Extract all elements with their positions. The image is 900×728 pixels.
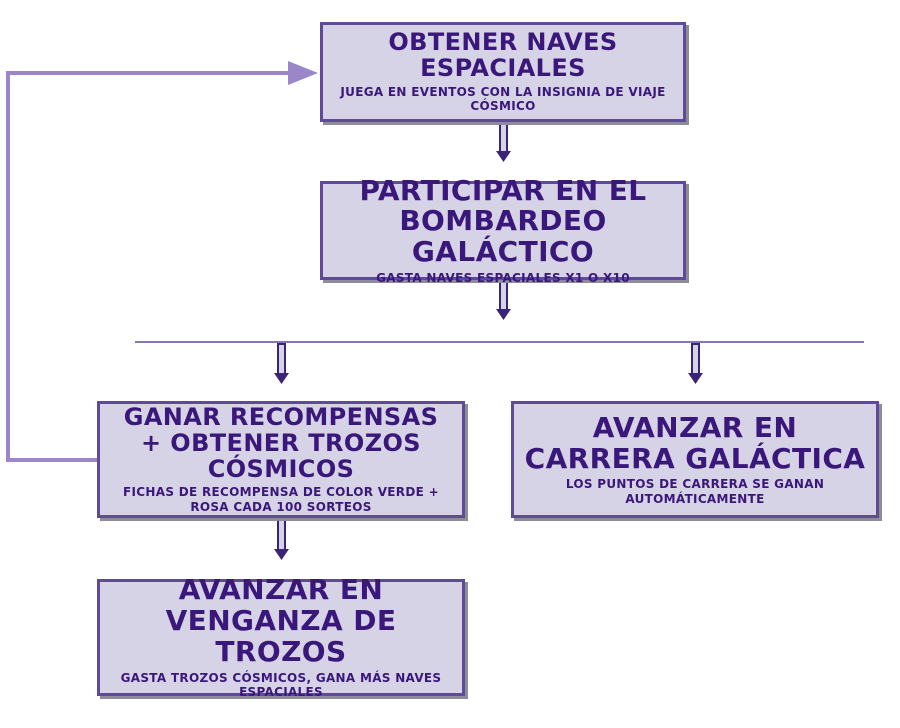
node-ganar-recompensas: GANAR RECOMPENSAS + OBTENER TROZOS CÓSMI… (97, 401, 465, 518)
node-obtener-subtitle: JUEGA EN EVENTOS CON LA INSIGNIA DE VIAJ… (340, 85, 666, 114)
loop-back-arrowhead (288, 61, 318, 85)
node-venganza-trozos: AVANZAR EN VENGANZA DE TROZOS GASTA TROZ… (97, 574, 465, 699)
node-participar-subtitle: GASTA NAVES ESPACIALES X1 O X10 (376, 271, 630, 285)
node-participar-title: PARTICIPAR EN EL BOMBARDEO GALÁCTICO (359, 173, 647, 269)
node-participar-bombardeo: PARTICIPAR EN EL BOMBARDEO GALÁCTICO GAS… (320, 175, 686, 285)
node-carrera-title: AVANZAR EN CARRERA GALÁCTICA (524, 410, 866, 475)
node-carrera-subtitle: LOS PUNTOS DE CARRERA SE GANAN AUTOMÁTIC… (565, 477, 825, 506)
node-obtener-naves: OBTENER NAVES ESPACIALES JUEGA EN EVENTO… (320, 22, 686, 122)
loop-back-connector (6, 71, 290, 462)
node-carrera-galactica: AVANZAR EN CARRERA GALÁCTICA LOS PUNTOS … (511, 401, 879, 518)
node-venganza-title: AVANZAR EN VENGANZA DE TROZOS (165, 573, 397, 669)
node-ganar-title: GANAR RECOMPENSAS + OBTENER TROZOS CÓSMI… (123, 402, 439, 483)
node-venganza-subtitle: GASTA TROZOS CÓSMICOS, GANA MÁS NAVES ES… (120, 670, 442, 700)
arrow-branch-to-carrera (688, 343, 703, 384)
arrow-ganar-to-venganza (274, 519, 289, 560)
node-obtener-title: OBTENER NAVES ESPACIALES (388, 28, 618, 83)
arrow-branch-to-ganar (274, 343, 289, 384)
arrow-participar-to-branch (496, 281, 511, 320)
node-ganar-subtitle: FICHAS DE RECOMPENSA DE COLOR VERDE + RO… (123, 485, 439, 514)
arrow-obtener-to-participar (496, 123, 511, 162)
